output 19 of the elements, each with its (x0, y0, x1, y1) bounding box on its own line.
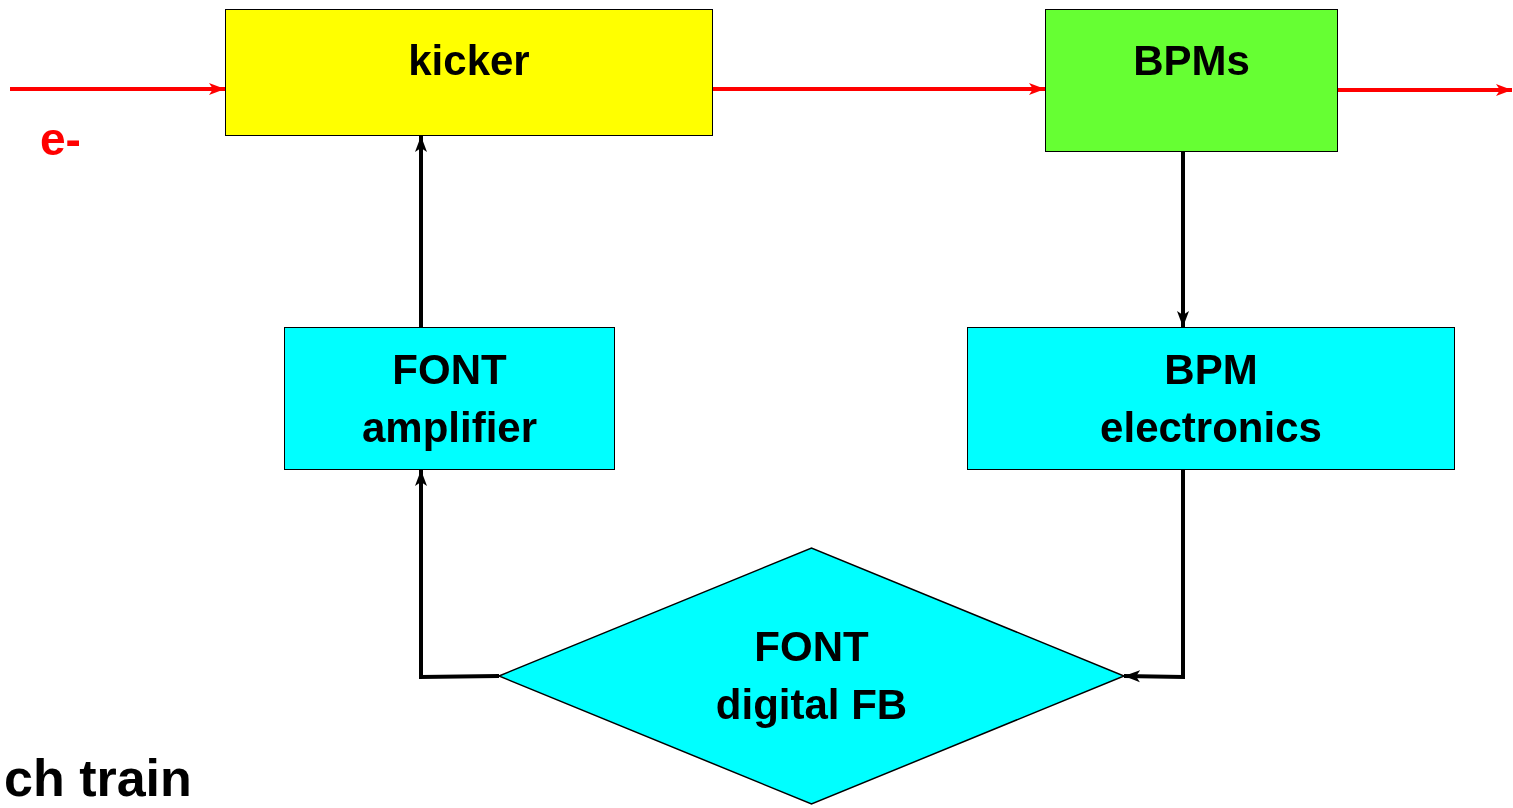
arrow (1123, 470, 1185, 683)
text-label: ch train (4, 748, 192, 808)
arrow (713, 83, 1045, 95)
node-label: BPM electronics (1099, 344, 1323, 453)
process-box (225, 9, 713, 136)
decision-diamond (499, 548, 1124, 804)
node-label: FONT amplifier (360, 344, 539, 453)
node-label: kicker (407, 36, 531, 86)
process-box (284, 327, 615, 470)
process-box (967, 327, 1455, 470)
arrow (415, 470, 500, 680)
node-label: BPMs (1132, 36, 1251, 86)
arrow (1177, 152, 1189, 327)
arrow (10, 83, 225, 95)
arrow (415, 136, 427, 327)
process-box (1045, 9, 1338, 152)
text-label: e- (40, 112, 81, 166)
node-label: FONT digital FB (714, 622, 909, 730)
arrow (1338, 84, 1512, 96)
